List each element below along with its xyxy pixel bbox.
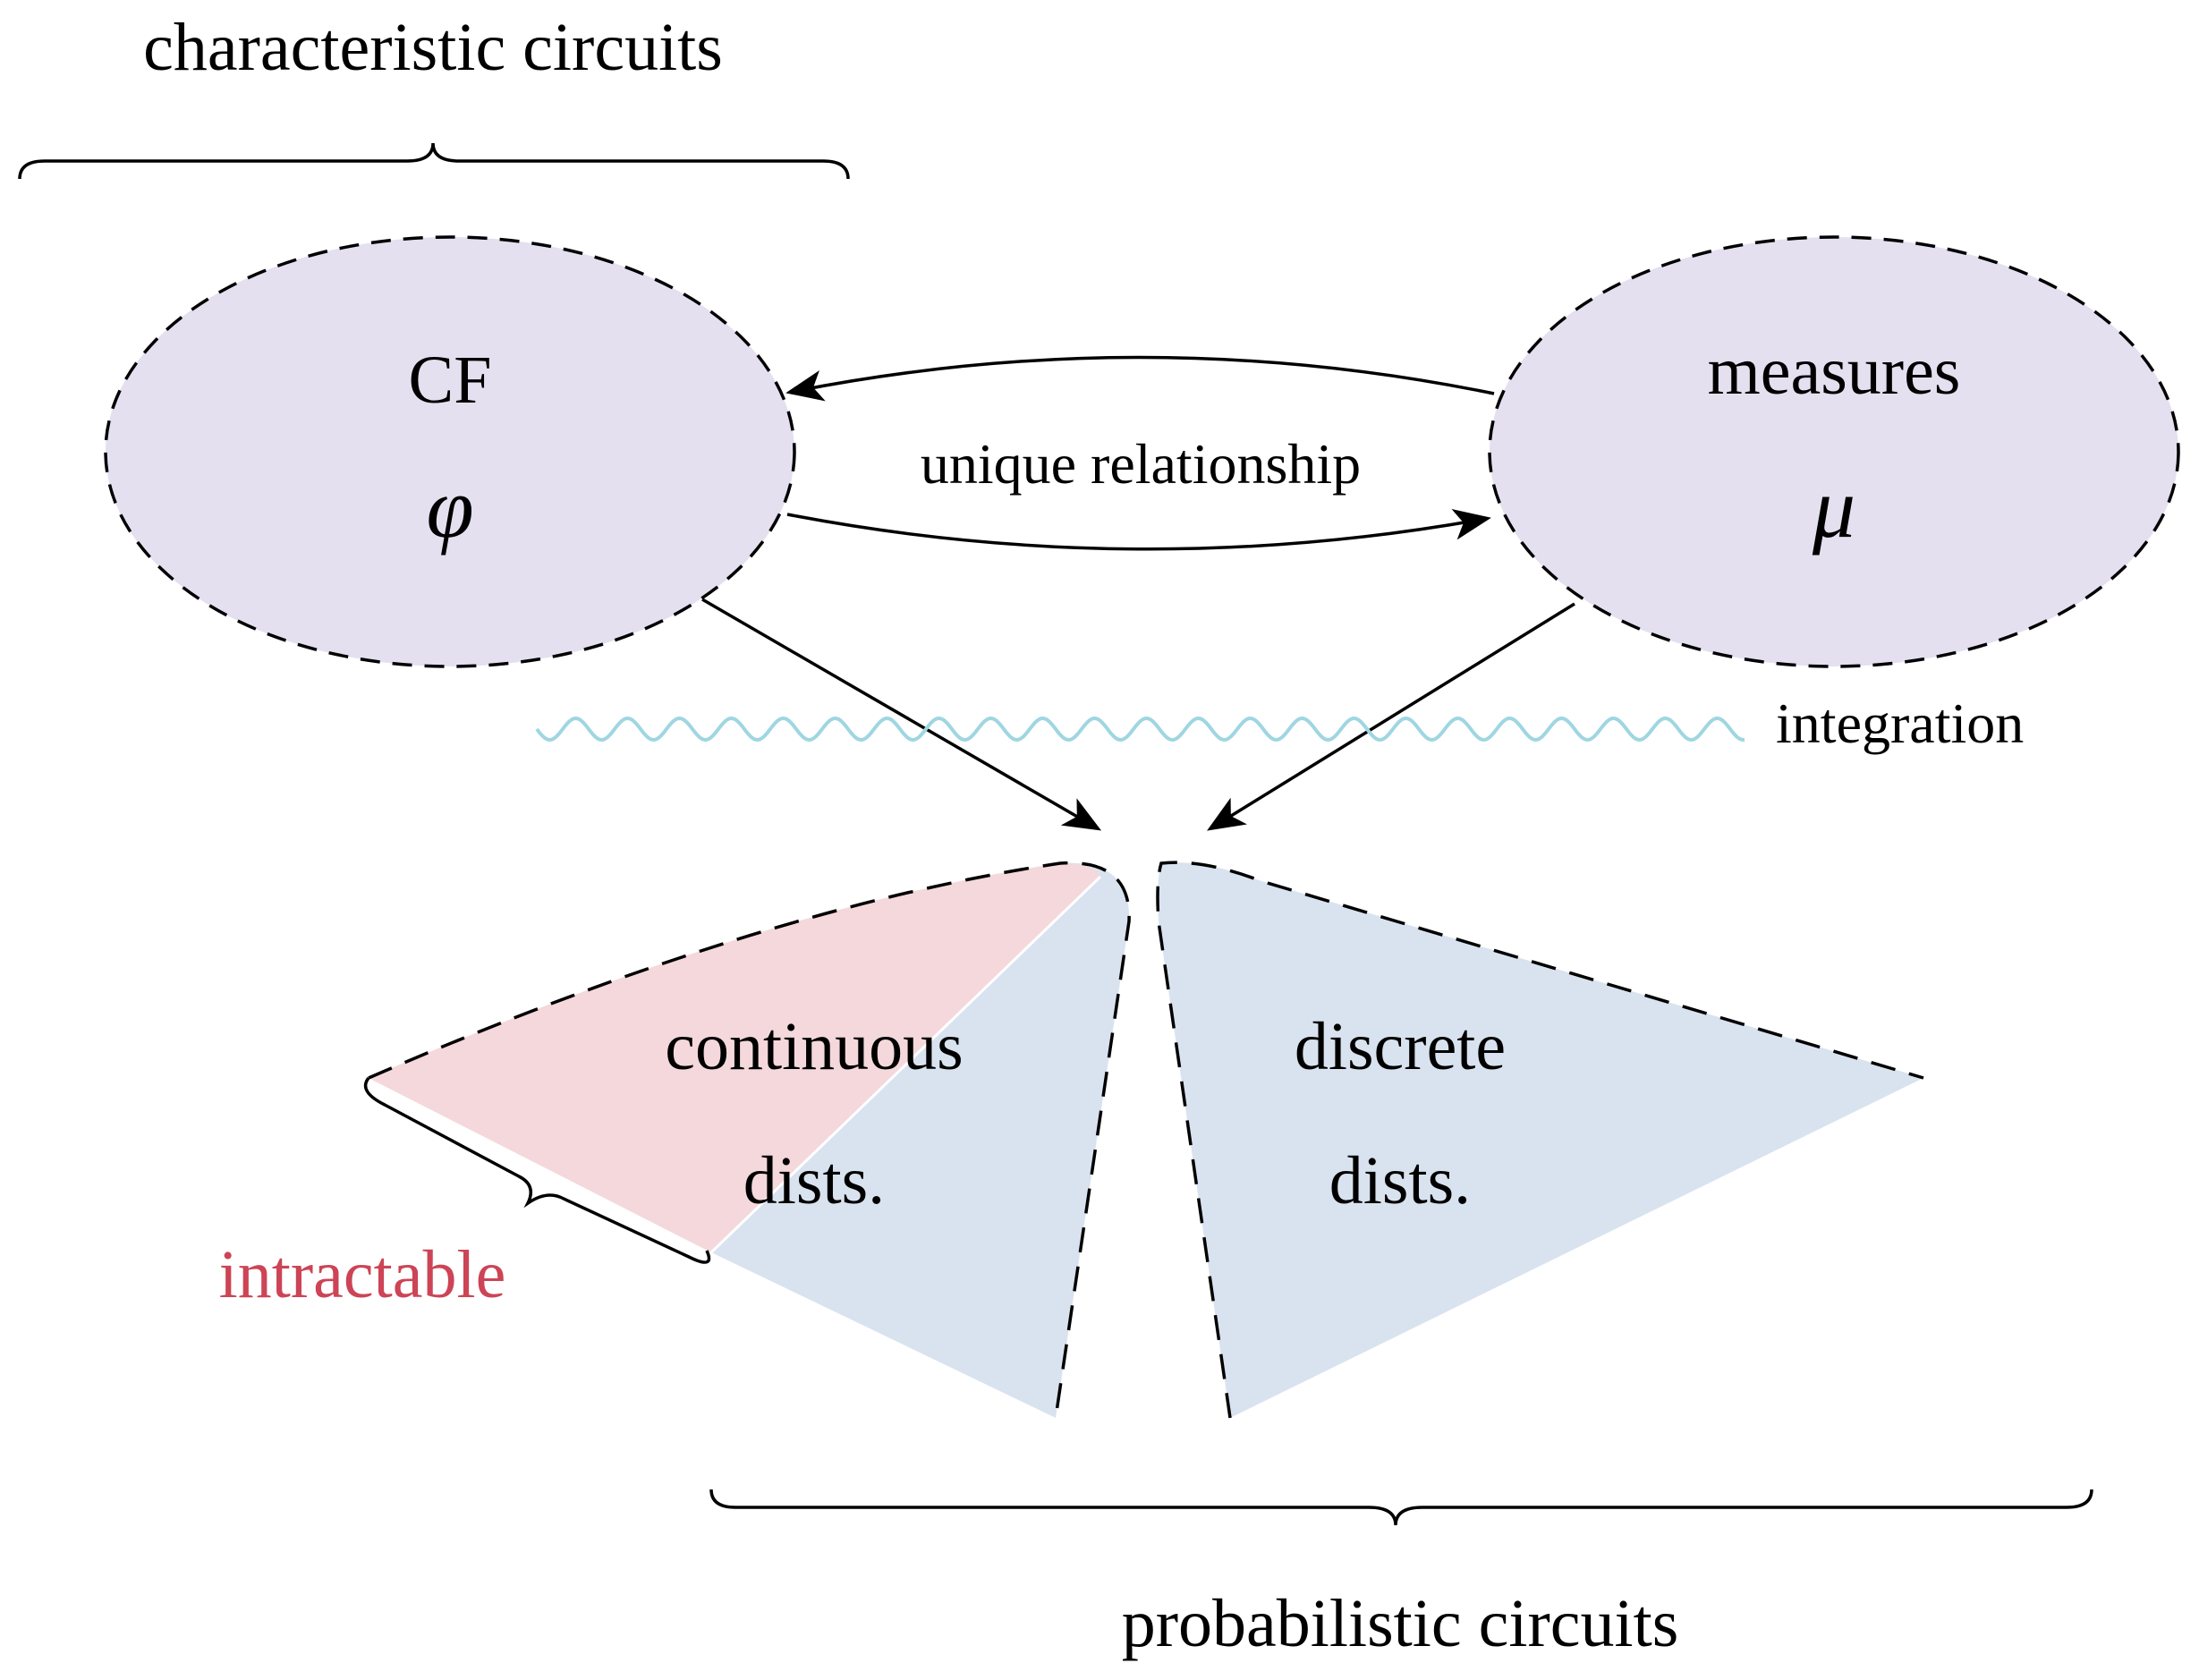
discrete-label-line2: dists. bbox=[1329, 1143, 1471, 1218]
arrow-measures-to-cf bbox=[785, 355, 1495, 402]
discrete-label-line1: discrete bbox=[1295, 1009, 1506, 1084]
probabilistic-circuits-title: probabilistic circuits bbox=[1122, 1586, 1679, 1661]
characteristic-circuits-title: characteristic circuits bbox=[143, 10, 723, 85]
arrow-cf-to-measures bbox=[786, 508, 1491, 551]
intractable-divider bbox=[709, 875, 1102, 1254]
measures-node bbox=[1488, 235, 2180, 668]
unique-relationship-label: unique relationship bbox=[921, 432, 1361, 496]
discrete-region-outline bbox=[1156, 861, 1924, 1419]
integration-wave bbox=[535, 717, 1745, 742]
integration-label: integration bbox=[1776, 692, 2024, 755]
continuous-label-line2: dists. bbox=[743, 1143, 885, 1218]
intractable-brace bbox=[363, 1076, 711, 1264]
continuous-region-outline bbox=[368, 861, 1131, 1419]
continuous-region-pink-intractable bbox=[369, 863, 1100, 1252]
mu-symbol: μ bbox=[1812, 460, 1855, 556]
arrow-measures-to-discrete bbox=[1207, 602, 1575, 831]
measures-label: measures bbox=[1708, 334, 1961, 409]
discrete-region bbox=[1158, 862, 1923, 1418]
cf-label: CF bbox=[409, 343, 492, 418]
continuous-label-line1: continuous bbox=[665, 1009, 964, 1084]
arrow-cf-to-continuous bbox=[701, 598, 1102, 831]
probabilistic-circuits-brace bbox=[709, 1489, 2093, 1526]
cf-node bbox=[104, 235, 796, 668]
intractable-label: intractable bbox=[219, 1237, 506, 1312]
characteristic-circuits-brace bbox=[18, 142, 850, 180]
phi-symbol: φ bbox=[426, 460, 473, 556]
